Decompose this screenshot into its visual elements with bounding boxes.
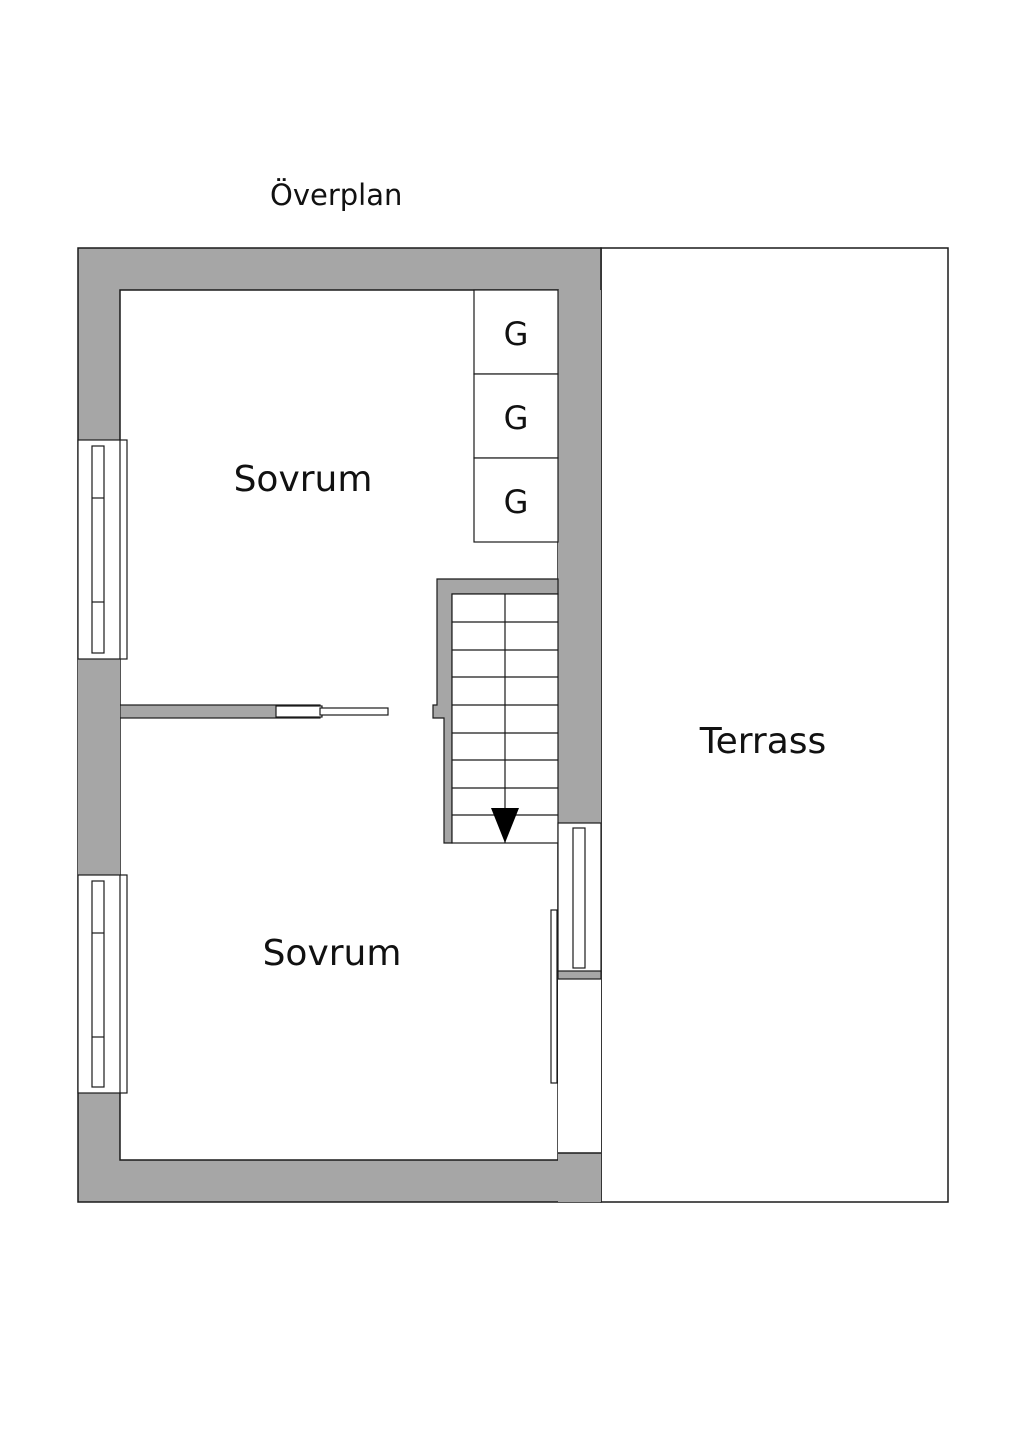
sliding-door-left <box>275 705 323 718</box>
closet-label-3: G <box>504 483 529 521</box>
stair-direction-arrow-icon <box>491 808 519 843</box>
terrace-area <box>600 247 949 1203</box>
plan-title: Överplan <box>270 178 402 212</box>
closet-2 <box>473 373 559 459</box>
terrace-wall <box>558 290 601 823</box>
terrace-wall-lower <box>558 978 601 1153</box>
window-lower <box>77 874 128 1094</box>
sliding-door-right <box>319 707 389 716</box>
closet-label-2: G <box>504 399 529 437</box>
staircase <box>451 593 559 844</box>
closet-1 <box>473 289 559 375</box>
partition-joint <box>78 658 120 875</box>
room-label-bedroom-upper: Sovrum <box>234 459 373 500</box>
room-label-terrace: Terrass <box>699 721 827 762</box>
room-label-bedroom-lower: Sovrum <box>263 933 402 974</box>
wall-step <box>558 1153 601 1202</box>
terrace-door <box>550 822 602 1084</box>
window-upper <box>77 439 128 660</box>
closet-label-1: G <box>504 315 529 353</box>
closet-3 <box>473 457 559 543</box>
stair-wall <box>432 578 559 844</box>
